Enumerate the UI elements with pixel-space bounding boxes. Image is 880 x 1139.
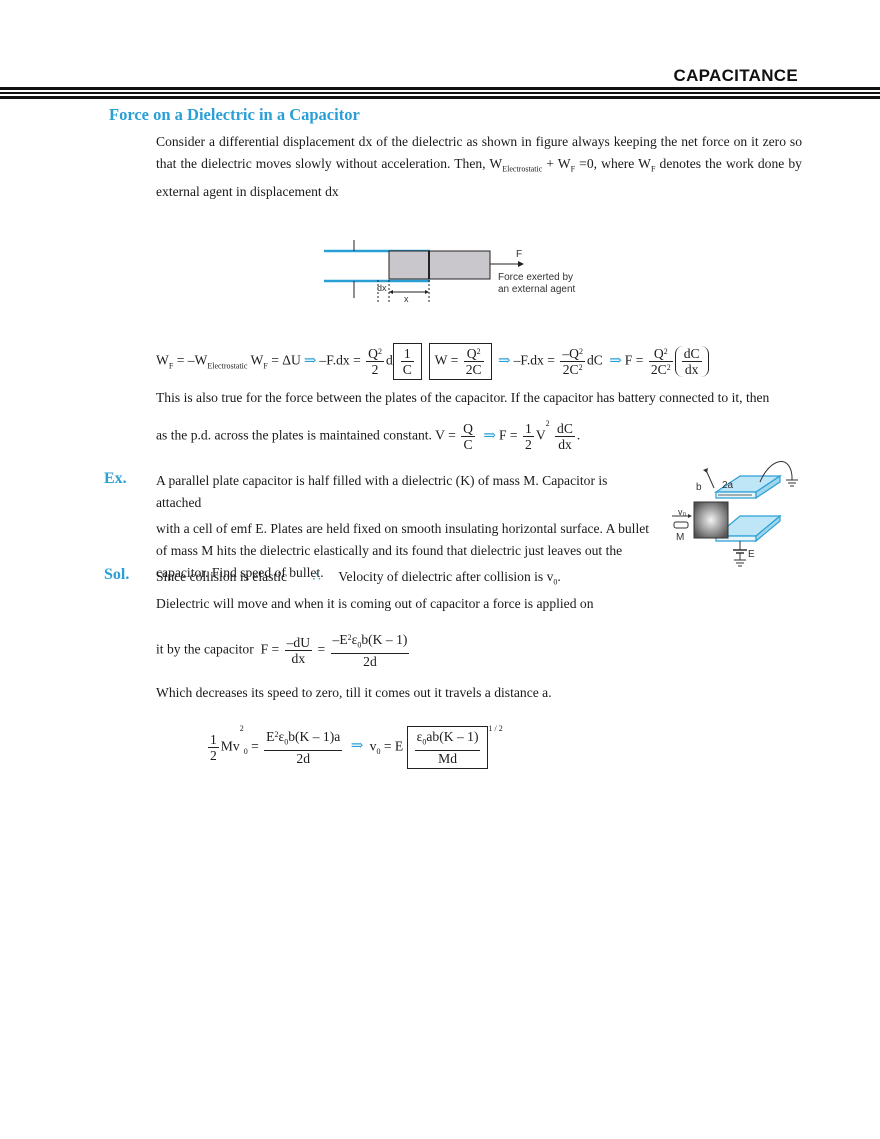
implies-arrow: ⇒ xyxy=(303,352,317,369)
force-label: F xyxy=(516,249,522,260)
bullet xyxy=(673,521,689,529)
battery-paragraph: This is also true for the force between … xyxy=(156,390,770,405)
dx-label: dx xyxy=(377,283,387,293)
dielectric-displacement-figure: F dx x Force exerted by an external agen… xyxy=(324,240,576,304)
constant-voltage-equation: as the p.d. across the plates is maintai… xyxy=(156,419,581,452)
2a-label: 2a xyxy=(722,480,734,491)
emf-label: E xyxy=(748,549,755,560)
solution-line4: Which decreases its speed to zero, till … xyxy=(156,685,552,700)
solution-line1: Since collision is elastic ∴ Velocity of… xyxy=(156,569,561,587)
dielectric-block xyxy=(693,501,729,539)
header-rule-top xyxy=(0,87,880,90)
implies-arrow: ⇒ xyxy=(350,738,364,755)
example-label: Ex. xyxy=(104,470,127,487)
header-rule-middle xyxy=(0,92,880,94)
b-label: b xyxy=(696,482,702,493)
v0-label: v₀ xyxy=(678,507,687,517)
caption-line2: an external agent xyxy=(498,284,576,295)
solution-label: Sol. xyxy=(104,566,130,583)
capacitor-bullet-figure: v₀ M b 2a E xyxy=(672,461,798,567)
dielectric-inside xyxy=(388,250,430,280)
caption-line1: Force exerted by xyxy=(498,272,573,283)
solution-line2: Dielectric will move and when it is comi… xyxy=(156,596,594,611)
x-label: x xyxy=(404,294,409,304)
mass-label: M xyxy=(676,532,684,543)
intro-paragraph: Consider a differential displacement dx … xyxy=(156,134,802,199)
section-title: Force on a Dielectric in a Capacitor xyxy=(109,105,360,124)
header-rule-bottom xyxy=(0,96,880,99)
example-text: A parallel plate capacitor is half fille… xyxy=(156,473,650,580)
implies-arrow: ⇒ xyxy=(609,352,622,369)
chapter-title: CAPACITANCE xyxy=(673,66,798,85)
implies-arrow: ⇒ xyxy=(483,427,496,444)
implies-arrow: ⇒ xyxy=(498,352,511,369)
dielectric-outside xyxy=(428,250,491,280)
